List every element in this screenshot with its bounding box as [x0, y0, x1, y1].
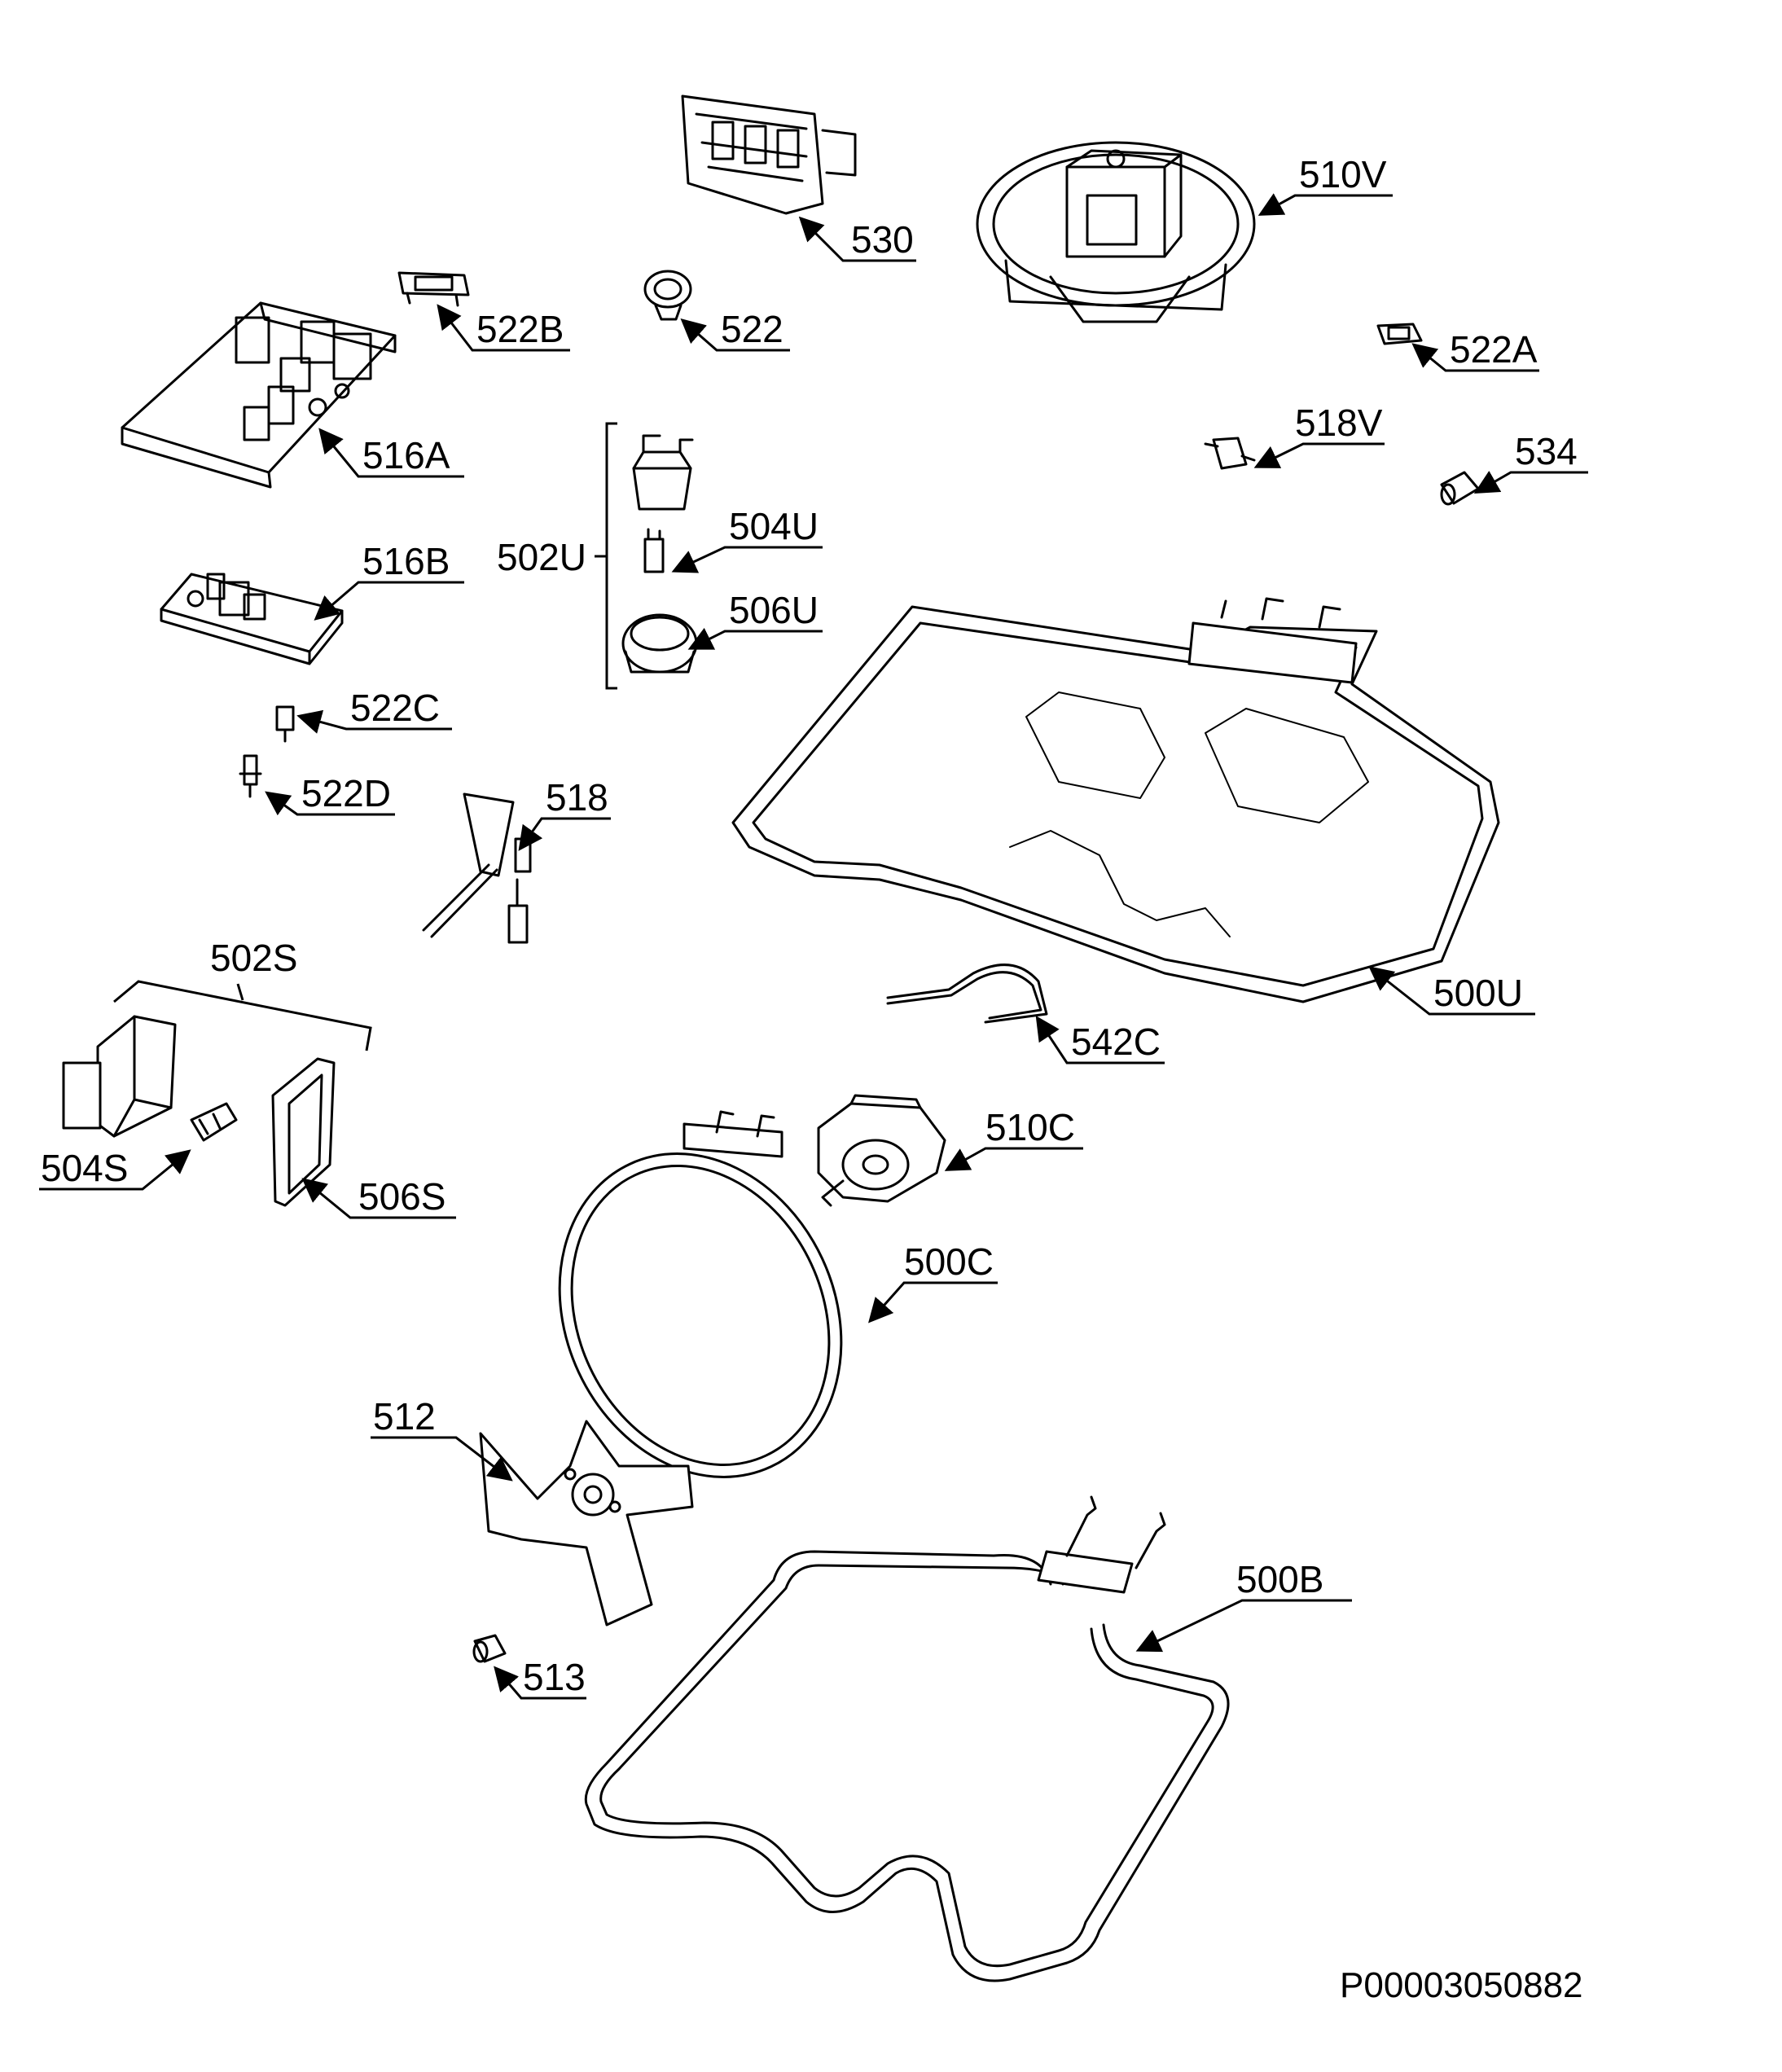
callout-506S: 506S: [301, 1175, 456, 1219]
callout-label-504S: 504S: [41, 1147, 128, 1189]
part-512-fan-blade: [479, 1420, 694, 1626]
callout-label-516A: 516A: [362, 434, 450, 476]
callout-label-500C: 500C: [904, 1240, 994, 1283]
part-510C-convection-motor: [817, 1094, 946, 1207]
callout-522B: 522B: [437, 304, 570, 352]
part-504S-connector: [190, 1102, 238, 1142]
group-502S-bracket: 502S: [113, 937, 372, 1051]
part-518V-bracket: [1204, 437, 1256, 470]
part-502U-lamp-holder: [632, 434, 694, 511]
callout-label-512: 512: [373, 1395, 436, 1438]
part-502S-housing: [62, 1015, 177, 1138]
part-516A-main-board: [121, 301, 397, 489]
callout-513: 513: [494, 1656, 586, 1700]
callout-label-518: 518: [546, 776, 608, 819]
callout-label-506S: 506S: [358, 1175, 446, 1218]
callout-label-500U: 500U: [1433, 972, 1523, 1014]
callout-label-510C: 510C: [985, 1106, 1075, 1148]
callout-label-542C: 542C: [1071, 1021, 1161, 1063]
callout-label-513: 513: [523, 1656, 586, 1698]
part-522C-clip: [275, 705, 295, 743]
callout-522C: 522C: [296, 687, 452, 734]
callout-label-500B: 500B: [1236, 1558, 1323, 1600]
part-542C-clamp: [886, 964, 1048, 1024]
callout-516A: 516A: [318, 428, 464, 478]
callout-label-504U: 504U: [729, 505, 819, 547]
callout-522: 522: [680, 308, 790, 352]
callout-500B: 500B: [1135, 1558, 1352, 1653]
part-513-nut: [472, 1634, 507, 1663]
callout-534: 534: [1473, 430, 1588, 494]
callout-518V: 518V: [1253, 402, 1385, 468]
callout-542C: 542C: [1035, 1015, 1165, 1065]
callout-label-510V: 510V: [1299, 153, 1387, 195]
callout-label-522: 522: [721, 308, 783, 350]
callout-label-522B: 522B: [476, 308, 564, 350]
part-522B-bracket: [397, 271, 470, 307]
part-530-terminal-block: [681, 94, 857, 215]
callout-504S: 504S: [39, 1147, 191, 1191]
callout-label-534: 534: [1515, 430, 1578, 472]
callout-530: 530: [798, 216, 916, 262]
part-500C-ring-element: [558, 1110, 843, 1478]
part-500U-upper-element: [731, 597, 1500, 1003]
part-504U-connector: [643, 528, 665, 573]
part-534-lamp-cap: [1440, 471, 1480, 506]
callout-label-530: 530: [851, 218, 914, 261]
part-506U-lamp-glass: [621, 613, 698, 674]
callout-label-502U: 502U: [497, 536, 586, 578]
callout-516B: 516B: [314, 540, 464, 621]
group-502U-bracket: 502U: [497, 422, 617, 690]
callout-label-516B: 516B: [362, 540, 450, 582]
callout-label-522A: 522A: [1450, 328, 1538, 371]
callout-522D: 522D: [265, 772, 395, 816]
callout-504U: 504U: [671, 505, 823, 573]
callout-label-506U: 506U: [729, 589, 819, 631]
callout-500C: 500C: [868, 1240, 998, 1324]
callout-label-522C: 522C: [350, 687, 440, 729]
callout-518: 518: [518, 776, 611, 851]
callout-500U: 500U: [1368, 966, 1535, 1016]
part-522-clip: [643, 270, 692, 321]
callout-512: 512: [371, 1395, 513, 1482]
part-518-sensor: [422, 792, 532, 944]
part-516B-board: [160, 573, 344, 665]
callout-510C: 510C: [944, 1106, 1083, 1171]
part-522A-bracket: [1376, 323, 1423, 345]
part-510V-fan-motor: [976, 141, 1256, 323]
callout-510V: 510V: [1257, 153, 1393, 216]
callout-506U: 506U: [687, 589, 823, 650]
part-506S-cover: [271, 1057, 336, 1207]
callout-522A: 522A: [1411, 328, 1539, 372]
callout-label-522D: 522D: [301, 772, 391, 814]
part-500B-lower-element: [584, 1495, 1230, 1982]
document-id: P00003050882: [1340, 1965, 1583, 2005]
callout-label-502S: 502S: [210, 937, 297, 979]
part-522D-clip: [239, 754, 262, 798]
callout-label-518V: 518V: [1295, 402, 1383, 444]
